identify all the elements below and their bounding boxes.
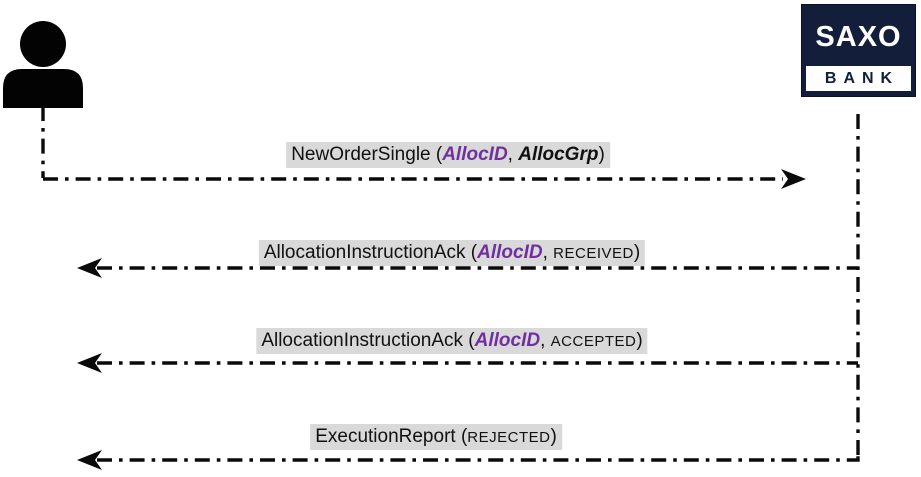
field-alloc-id: AllocID <box>477 242 543 263</box>
field-alloc-id: AllocID <box>474 330 541 351</box>
field-alloc-grp: AllocGrp <box>518 144 599 165</box>
message-text: ) <box>636 330 643 351</box>
message-label-allocation-ack-accepted: AllocationInstructionAck (AllocID, ACCEP… <box>256 328 648 354</box>
status-rejected: REJECTED <box>467 429 551 446</box>
message-label-allocation-ack-received: AllocationInstructionAck (AllocID, RECEI… <box>258 240 646 266</box>
message-text: , <box>507 144 519 165</box>
message-text: ExecutionReport ( <box>315 426 468 447</box>
arrowhead-left-icon <box>77 450 102 470</box>
message-label-new-order-single: NewOrderSingle (AllocID, AllocGrp) <box>286 142 610 168</box>
message-text: NewOrderSingle ( <box>291 144 443 165</box>
message-text: ) <box>633 242 641 263</box>
field-alloc-id: AllocID <box>442 144 508 165</box>
saxo-logo-text: SAXO <box>815 21 902 53</box>
person-icon <box>3 21 83 108</box>
saxo-bank-logo: SAXO BANK <box>801 4 916 97</box>
arrowhead-left-icon <box>77 258 102 278</box>
bank-logo-text: BANK <box>806 66 911 91</box>
message-text: AllocationInstructionAck ( <box>261 330 475 351</box>
message-label-execution-report: ExecutionReport (REJECTED) <box>310 424 562 450</box>
arrowhead-right-icon <box>781 169 806 189</box>
message-text: ) <box>550 426 557 447</box>
arrow-execution-report <box>97 450 860 462</box>
message-text: AllocationInstructionAck ( <box>263 242 478 263</box>
message-text: , <box>542 242 554 263</box>
message-text: , <box>540 330 551 351</box>
status-received: RECEIVED <box>553 245 634 262</box>
status-accepted: ACCEPTED <box>550 333 637 350</box>
message-text: ) <box>598 144 605 165</box>
arrowhead-left-icon <box>77 353 102 373</box>
